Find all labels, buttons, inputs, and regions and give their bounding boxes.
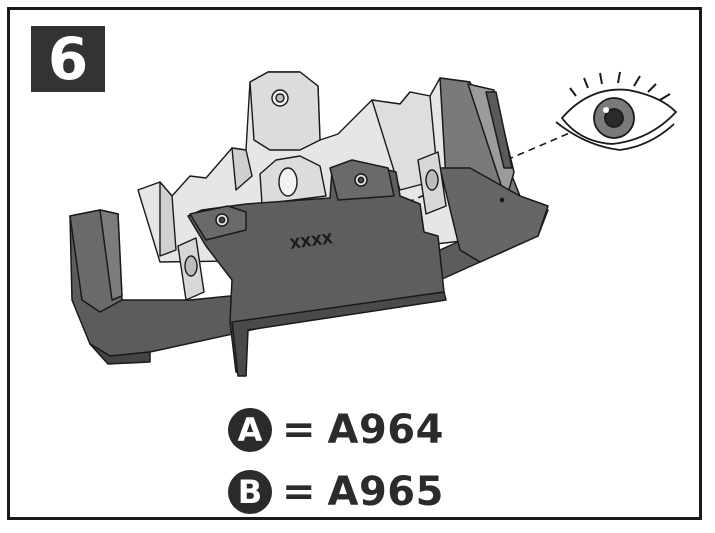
letter-a-badge: A <box>228 408 272 452</box>
legend-letter: B <box>237 473 263 511</box>
legend-equals: = <box>282 469 316 515</box>
front-plate <box>187 159 447 377</box>
part-label: XXXX <box>289 231 334 253</box>
legend-code: A964 <box>327 407 444 453</box>
legend-code: A965 <box>327 469 444 515</box>
step-number: 6 <box>47 25 89 93</box>
legend-equals: = <box>282 407 316 453</box>
letter-b-badge: B <box>228 470 272 514</box>
eye-icon <box>555 71 678 151</box>
step-number-badge: 6 <box>31 26 105 92</box>
legend-row-a: A = A964 <box>228 406 444 454</box>
legend-letter: A <box>237 411 263 449</box>
legend-row-b: B = A965 <box>228 468 444 516</box>
